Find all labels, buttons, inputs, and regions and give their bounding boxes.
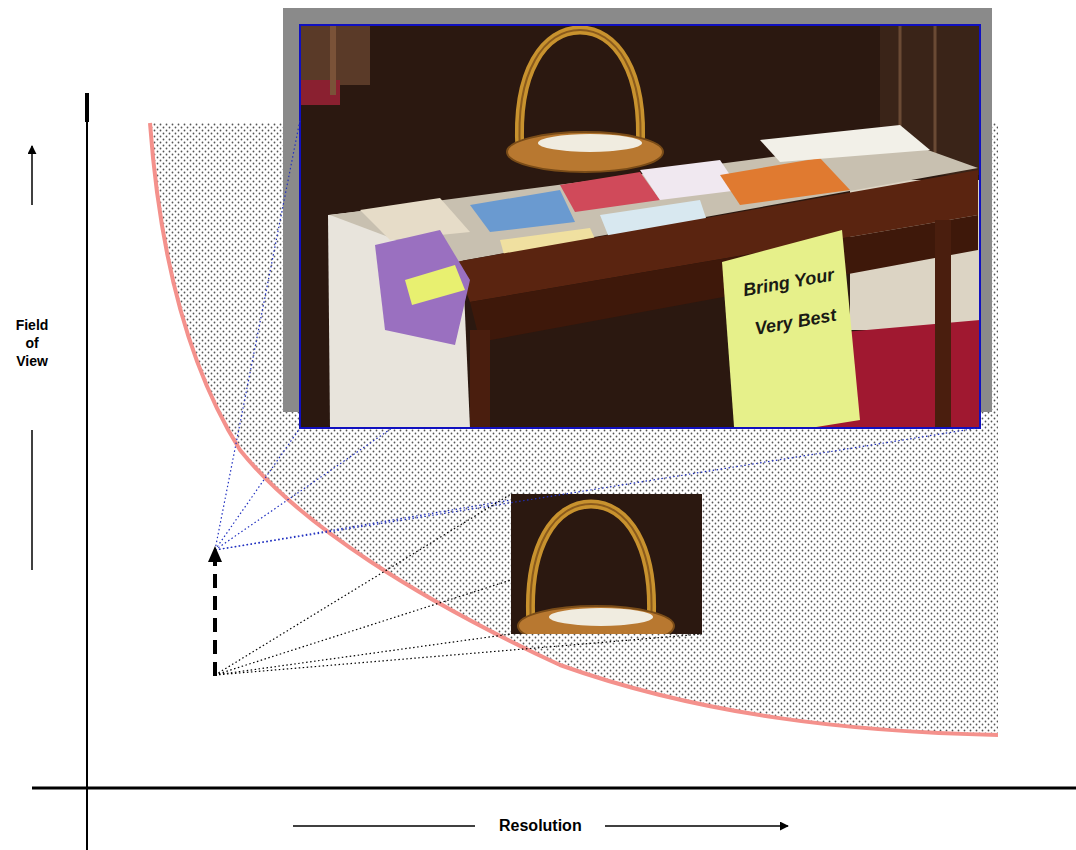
x-axis xyxy=(32,787,1076,790)
axis-label: Resolution xyxy=(499,816,582,836)
zoom-arrow xyxy=(213,556,217,676)
photo-frame xyxy=(300,25,980,428)
y-axis-cap xyxy=(85,93,89,122)
axis-label: Field of View xyxy=(10,316,54,370)
y-label-arrow xyxy=(31,146,33,205)
y-axis xyxy=(86,93,88,850)
wide-photo xyxy=(300,25,980,428)
sign-text: Bring Your Very Best xyxy=(730,253,854,351)
zoomed-photo xyxy=(511,494,702,634)
view-rays xyxy=(215,120,978,675)
zoom-arrowhead xyxy=(208,546,222,562)
x-label-arrow xyxy=(605,825,788,827)
x-label-line xyxy=(293,825,475,827)
y-label-line xyxy=(31,430,33,570)
